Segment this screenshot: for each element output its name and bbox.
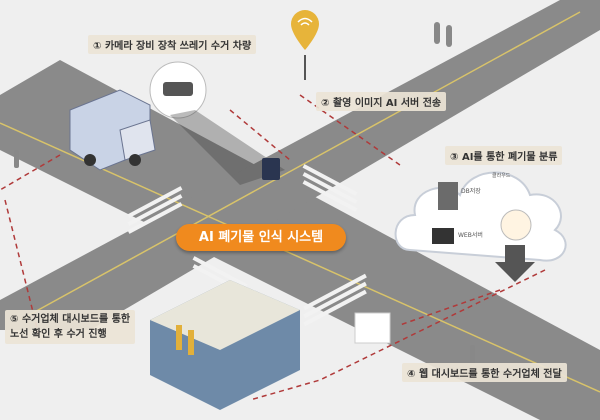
ai-analysis-icon: [500, 209, 532, 241]
step-1-label: ① 카메라 장비 장착 쓰레기 수거 차량: [88, 35, 257, 54]
system-title-badge: AI 폐기물 인식 시스템: [176, 224, 346, 251]
crosswalks: [127, 164, 367, 327]
dashboard-icon: [354, 312, 391, 344]
step-3-label: ③ AI를 통한 폐기물 분류: [445, 146, 563, 165]
step-4-label: ④ 웹 대시보드를 통한 수거업체 전달: [402, 363, 567, 382]
road-diagonal-b: [0, 0, 600, 330]
camera-icon: [163, 82, 193, 96]
db-server-icon: [438, 182, 458, 210]
down-arrow-icon: [495, 245, 535, 282]
step-2-label: ② 촬영 이미지 AI 서버 전송: [316, 92, 447, 111]
step-5-line-2: 노선 확인 후 수거 진행: [10, 329, 107, 340]
step-5-label: ⑤ 수거업체 대시보드를 통한 노선 확인 후 수거 진행: [5, 310, 136, 344]
trash-bin-icon: [262, 158, 280, 180]
step-5-line-1: ⑤ 수거업체 대시보드를 통한: [10, 314, 131, 325]
laptop-icon: [432, 228, 454, 244]
factory-building: [150, 280, 300, 410]
cloud-label: 클라우드: [492, 173, 511, 179]
web-server-label: WEB서버: [458, 232, 483, 239]
road-center-line: [19, 11, 581, 321]
db-label: DB저장: [461, 188, 481, 195]
wifi-pin-icon: [291, 10, 319, 50]
garbage-truck: [69, 89, 156, 171]
camera-beam: [170, 110, 285, 185]
pedestrians: [14, 22, 475, 365]
